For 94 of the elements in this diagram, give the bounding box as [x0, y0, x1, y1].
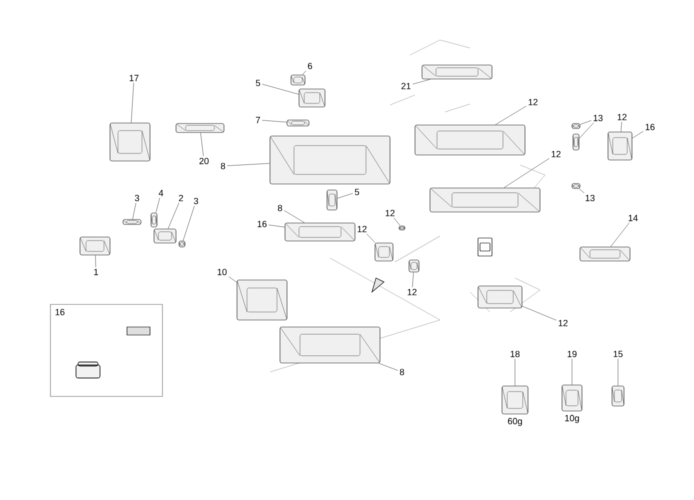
- part-drawing: [176, 123, 224, 133]
- callout-number: 12: [358, 226, 367, 232]
- leader-line: [580, 120, 592, 125]
- part-drawing: [608, 132, 632, 160]
- part-drawing: [298, 88, 326, 108]
- callout-number: 3: [194, 198, 198, 204]
- part-drawing: [414, 124, 526, 156]
- part-drawing: [562, 384, 582, 412]
- part-drawing: [422, 64, 492, 80]
- part-drawing: [80, 236, 110, 256]
- callout-number: 4: [158, 190, 164, 196]
- part-drawing: [580, 246, 630, 262]
- callout-number: 12: [558, 320, 568, 326]
- leader-line: [632, 130, 644, 138]
- part-drawing: [154, 228, 176, 244]
- leader-line: [228, 276, 237, 283]
- part-drawing: [110, 122, 150, 162]
- leader-line: [182, 206, 195, 241]
- part-drawing: [572, 183, 580, 189]
- part-drawing: [286, 120, 310, 126]
- callout-number: 8: [278, 204, 282, 212]
- leader-line: [156, 198, 160, 213]
- leader-line: [168, 202, 180, 229]
- callout-number: 19: [568, 350, 577, 358]
- callout-number: 12: [618, 114, 627, 120]
- weight-label: 60g: [508, 418, 522, 426]
- part-drawing: [374, 242, 394, 262]
- leader-line: [366, 234, 376, 243]
- part-drawing: [612, 386, 624, 406]
- leader-line: [262, 84, 299, 95]
- leader-line: [504, 158, 550, 188]
- leader-line: [132, 202, 136, 220]
- callout-number: 17: [130, 74, 139, 82]
- callout-number: 8: [220, 162, 226, 170]
- leader-line: [302, 70, 306, 75]
- part-drawing: [430, 188, 540, 212]
- callout-number: 1: [94, 268, 98, 276]
- callout-number: 12: [408, 288, 417, 296]
- callout-number: 7: [256, 116, 260, 124]
- part-drawing: [150, 212, 158, 228]
- callout-number: 15: [614, 350, 623, 358]
- leader-line: [200, 132, 204, 156]
- part-drawing: [572, 123, 580, 129]
- leader-line: [522, 306, 557, 320]
- part-drawing: [572, 134, 580, 150]
- part-drawing: [270, 136, 390, 184]
- callout-number: 16: [646, 124, 655, 130]
- weight-label: 10g: [565, 414, 579, 424]
- part-drawing: [502, 386, 528, 414]
- callout-number: 21: [401, 82, 411, 90]
- callout-number: 12: [552, 150, 561, 158]
- callout-number: 3: [134, 194, 140, 202]
- part-drawing: [408, 260, 420, 272]
- leader-line: [579, 122, 594, 139]
- leader-line: [495, 106, 527, 125]
- leader-line: [394, 218, 400, 226]
- callout-number: 13: [594, 114, 603, 122]
- part-drawing: [478, 286, 522, 308]
- callout-number: 20: [199, 158, 209, 164]
- callout-number: 2: [178, 194, 184, 202]
- callout-number: 8: [400, 368, 404, 376]
- callout-number: 16: [258, 220, 267, 228]
- part-drawing: [280, 326, 380, 364]
- leader-line: [579, 188, 585, 194]
- leader-line: [412, 79, 431, 84]
- leader-line: [226, 163, 270, 166]
- callout-number: 12: [386, 210, 395, 216]
- leader-line: [262, 120, 287, 122]
- leader-line: [337, 193, 354, 199]
- part-drawing: [122, 219, 142, 225]
- leader-line: [610, 222, 630, 247]
- part-drawing: [326, 190, 338, 210]
- callout-number: 6: [308, 62, 312, 70]
- part-drawing: [236, 280, 288, 320]
- callout-number: 13: [586, 194, 595, 202]
- leader-line: [95, 255, 96, 268]
- callout-number: 5: [354, 188, 360, 196]
- part-drawing: [290, 74, 306, 86]
- leader-line: [284, 210, 305, 223]
- part-drawing: [398, 226, 406, 230]
- leader-line: [378, 363, 398, 371]
- callout-number: 5: [256, 80, 260, 86]
- leader-line: [620, 122, 622, 132]
- part-drawing: [178, 240, 186, 248]
- leader-line: [514, 358, 516, 386]
- inset-box: 16: [50, 304, 163, 397]
- leader-line: [130, 82, 134, 123]
- callout-number: 14: [628, 214, 638, 222]
- callout-number: 12: [528, 98, 538, 106]
- callout-number: 18: [510, 350, 520, 358]
- callout-number: 10: [218, 268, 227, 276]
- leader-line: [412, 272, 414, 288]
- part-drawing: [284, 222, 356, 242]
- leader-line: [268, 224, 285, 228]
